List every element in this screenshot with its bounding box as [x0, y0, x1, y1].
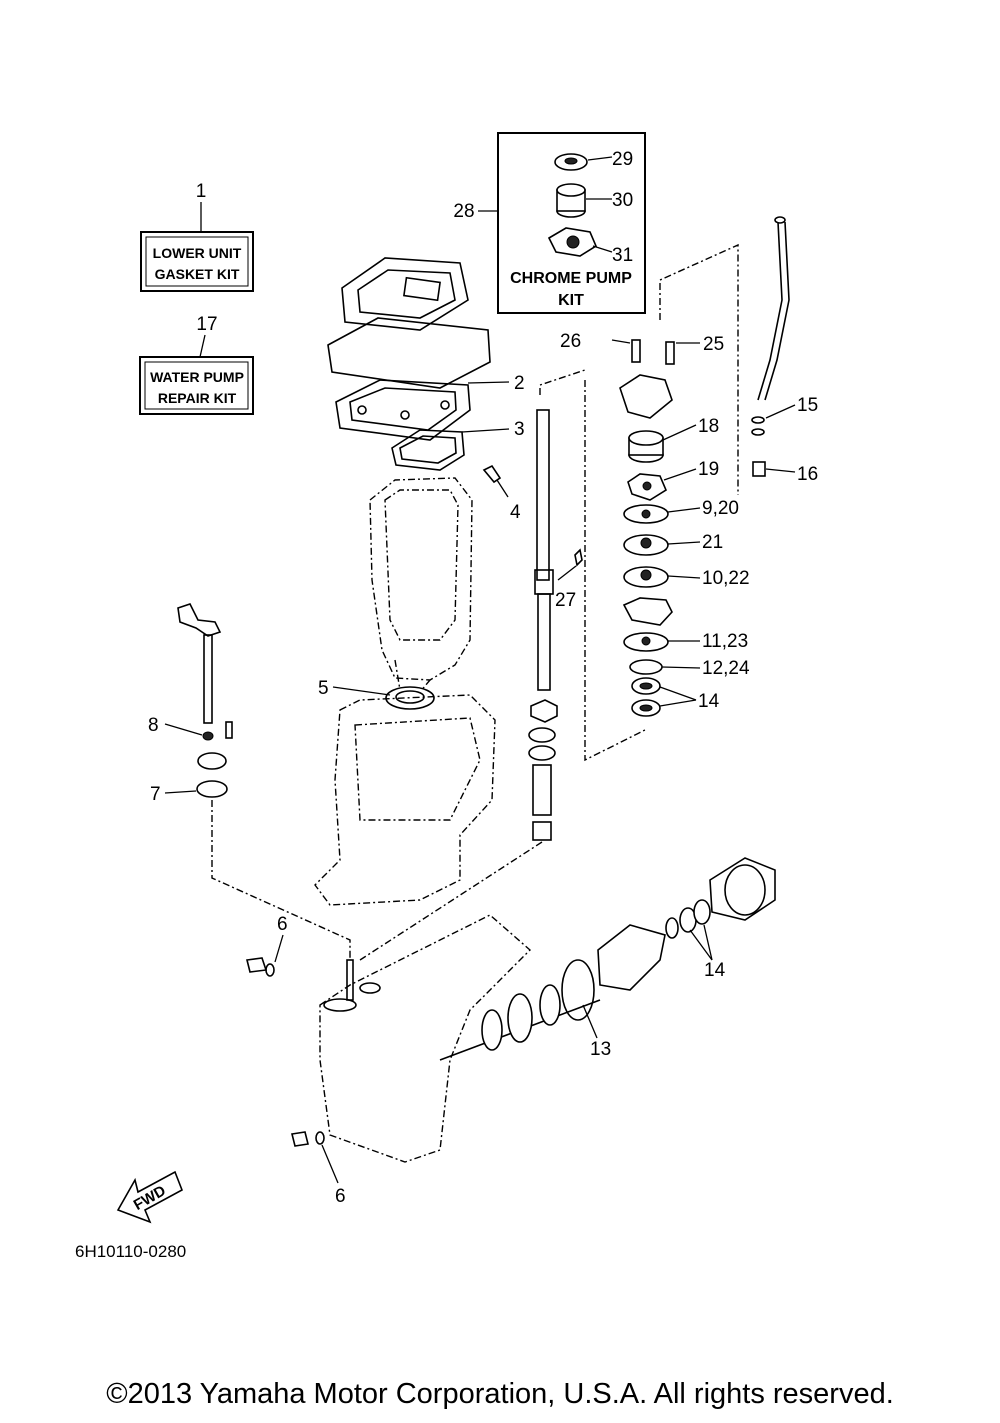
- chrome-pump-kit-line2: KIT: [558, 292, 584, 309]
- water-tube: 15 16: [751, 216, 818, 485]
- chrome-pump-kit-line1: CHROME PUMP: [510, 270, 632, 287]
- callout-7: 7: [150, 784, 161, 805]
- callout-6-lower: 6: [335, 1186, 346, 1207]
- propeller-shaft-assembly: 13 14: [439, 857, 776, 1061]
- callout-14-lower: 14: [704, 960, 726, 981]
- drive-shaft: 27: [359, 369, 646, 961]
- water-pump-kit-line1: WATER PUMP: [150, 369, 244, 385]
- lower-casing: [314, 694, 496, 906]
- diagram-code: 6H10110-0280: [75, 1242, 186, 1261]
- chrome-pump-kit-callout: 28 29 30 31 CHROME PUMP KIT: [453, 132, 646, 314]
- lower-unit-kit-line1: LOWER UNIT: [153, 245, 242, 261]
- callout-18: 18: [698, 416, 719, 437]
- callout-3: 3: [514, 419, 525, 440]
- callout-11-23: 11,23: [702, 631, 748, 652]
- callout-29: 29: [612, 149, 633, 170]
- callout-4: 4: [510, 502, 521, 523]
- callout-28: 28: [453, 201, 474, 222]
- callout-26: 26: [560, 331, 581, 352]
- gasket-stack: 2 3 4: [327, 257, 525, 523]
- callout-10-22: 10,22: [702, 568, 750, 589]
- callout-21: 21: [702, 532, 723, 553]
- copyright-notice: ©2013 Yamaha Motor Corporation, U.S.A. A…: [106, 1378, 894, 1410]
- upper-casing: [369, 477, 473, 693]
- callout-1: 1: [196, 181, 207, 202]
- callout-25: 25: [703, 334, 724, 355]
- callout-9-20: 9,20: [702, 498, 739, 519]
- callout-17: 17: [196, 314, 217, 335]
- callout-5-seal: 5: [318, 678, 435, 710]
- callout-30: 30: [612, 190, 633, 211]
- water-pump-repair-kit-callout: 17 WATER PUMP REPAIR KIT: [139, 314, 254, 415]
- water-pump-kit-line2: REPAIR KIT: [158, 390, 237, 406]
- callout-2: 2: [514, 373, 525, 394]
- callout-12-24: 12,24: [702, 658, 750, 679]
- lower-unit-gasket-kit-callout: 1 LOWER UNIT GASKET KIT: [140, 181, 254, 292]
- callout-14-upper: 14: [698, 691, 720, 712]
- callout-8: 8: [148, 715, 159, 736]
- water-pump-stack: 26 25 18 19 9,20 21 10,22 11,23 12,24: [560, 243, 750, 717]
- callout-6-upper: 6: [277, 914, 288, 935]
- callout-31: 31: [612, 245, 633, 266]
- callout-15: 15: [797, 395, 818, 416]
- gear-case: 6 6: [246, 914, 532, 1207]
- shift-rod-assembly: 8 7: [148, 603, 351, 958]
- callout-13: 13: [590, 1039, 611, 1060]
- callout-16: 16: [797, 464, 818, 485]
- lower-unit-kit-line2: GASKET KIT: [155, 266, 240, 282]
- callout-27: 27: [555, 590, 576, 611]
- callout-5: 5: [318, 678, 329, 699]
- callout-19: 19: [698, 459, 719, 480]
- fwd-arrow-icon: FWD: [116, 1170, 184, 1224]
